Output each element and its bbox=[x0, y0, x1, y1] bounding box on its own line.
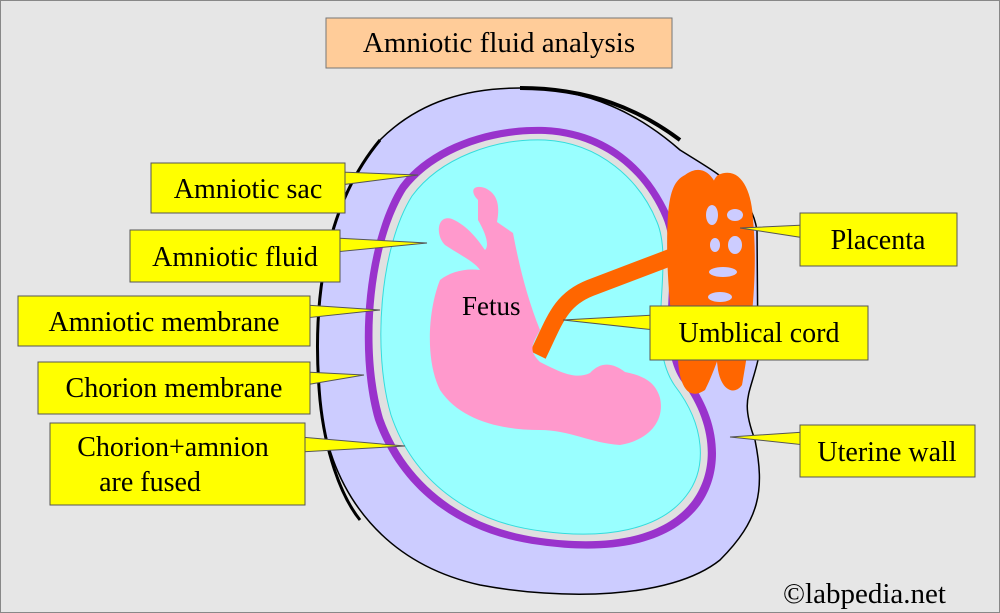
title-box: Amniotic fluid analysis bbox=[325, 17, 673, 69]
callout-umbilical-cord: Umblical cord bbox=[562, 305, 869, 361]
fetus bbox=[429, 186, 661, 446]
fetus-label: Fetus bbox=[462, 291, 521, 321]
callout-fused: Chorion+amnion are fused bbox=[49, 422, 406, 506]
svg-text:Uterine wall: Uterine wall bbox=[817, 437, 956, 468]
uterine-outline-top bbox=[519, 86, 682, 142]
svg-text:Amniotic fluid: Amniotic fluid bbox=[152, 242, 318, 273]
svg-text:Amniotic sac: Amniotic sac bbox=[174, 174, 323, 205]
umbilical-cord bbox=[530, 242, 694, 359]
callout-placenta: Placenta bbox=[739, 212, 958, 267]
copyright: ©labpedia.net bbox=[783, 578, 946, 610]
callout-uterine-wall: Uterine wall bbox=[729, 424, 976, 478]
callout-amniotic-sac: Amniotic sac bbox=[150, 162, 419, 214]
svg-text:Chorion+amnion: Chorion+amnion bbox=[77, 432, 269, 463]
title: Amniotic fluid analysis bbox=[363, 27, 635, 59]
svg-text:Placenta: Placenta bbox=[831, 225, 926, 256]
callout-amniotic-membrane: Amniotic membrane bbox=[17, 295, 381, 347]
svg-text:are fused: are fused bbox=[99, 467, 201, 498]
callout-chorion-membrane: Chorion membrane bbox=[37, 361, 365, 415]
svg-text:Chorion membrane: Chorion membrane bbox=[66, 373, 283, 404]
callout-amniotic-fluid: Amniotic fluid bbox=[129, 229, 428, 283]
svg-text:Amniotic membrane: Amniotic membrane bbox=[49, 307, 280, 338]
svg-text:Umblical cord: Umblical cord bbox=[679, 318, 840, 349]
uterine-outline bbox=[316, 139, 382, 521]
